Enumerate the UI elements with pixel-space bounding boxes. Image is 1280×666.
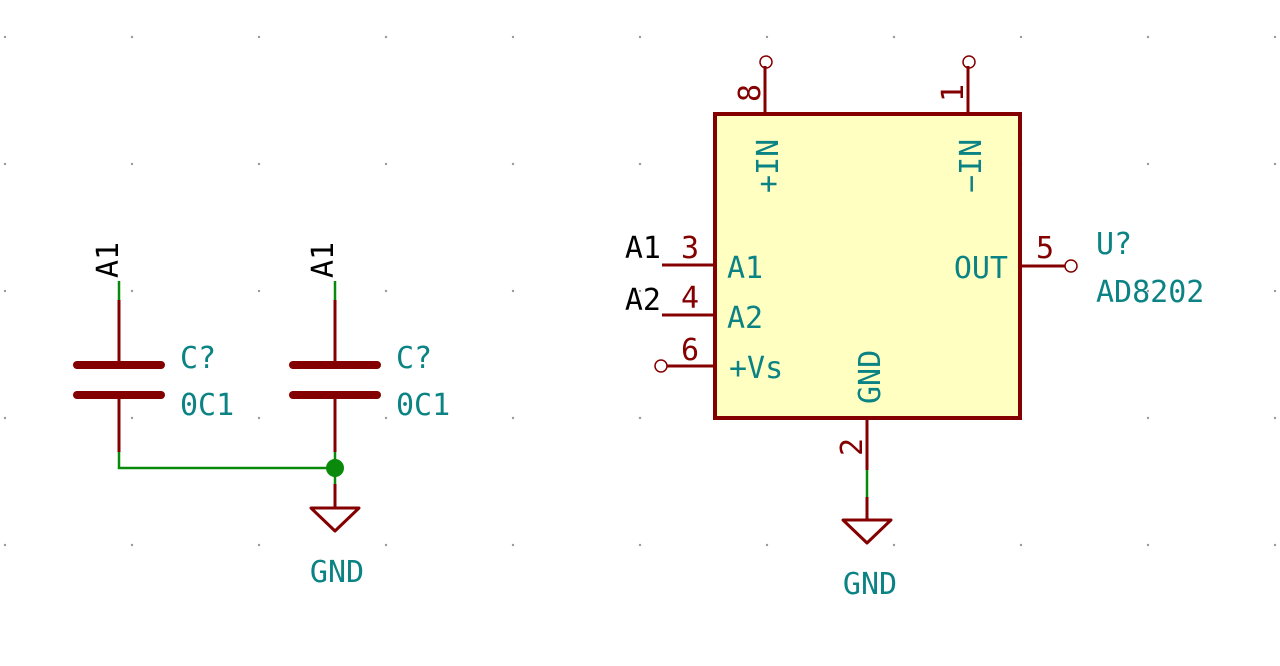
grid-dot — [3, 162, 7, 166]
ic-ad8202[interactable]: 8 +IN 1 −IN A1 3 A1 A2 4 A2 6 — [625, 55, 1205, 470]
pin-5-number: 5 — [1036, 231, 1054, 266]
grid-dot — [3, 35, 7, 39]
pin-1[interactable]: 1 −IN — [936, 55, 989, 193]
pin-6-name: +Vs — [729, 351, 783, 386]
gnd-right-triangle-icon — [841, 518, 893, 545]
grid-dot — [130, 162, 134, 166]
pin-2-name: GND — [853, 350, 888, 404]
ic-value: AD8202 — [1096, 275, 1204, 310]
grid-dot — [130, 416, 134, 420]
ic-ref: U? — [1096, 227, 1132, 262]
grid-dot — [765, 35, 769, 39]
pin-8-number: 8 — [733, 84, 768, 102]
pin-5-name: OUT — [954, 251, 1008, 286]
pin-5[interactable]: 5 OUT — [954, 231, 1078, 286]
grid-dot — [638, 416, 642, 420]
grid-dot — [3, 289, 7, 293]
grid-dot — [892, 543, 896, 547]
gnd-left-triangle-icon — [309, 506, 361, 533]
grid-dots — [3, 35, 1277, 547]
pin-8[interactable]: 8 +IN — [733, 55, 786, 193]
grid-dot — [1273, 35, 1277, 39]
ic-body — [713, 112, 1022, 420]
grid-dot — [384, 35, 388, 39]
capacitor-2-value: 0C1 — [396, 388, 450, 423]
grid-dot — [1146, 35, 1150, 39]
grid-dot — [384, 543, 388, 547]
net-label-a1-left: A1 — [91, 242, 126, 278]
pin-3-number: 3 — [681, 231, 699, 266]
grid-dot — [130, 543, 134, 547]
pin-6-endpoint-icon — [654, 359, 668, 373]
junction-dot — [326, 459, 344, 477]
grid-dot — [638, 543, 642, 547]
grid-dot — [3, 543, 7, 547]
pin-4-number: 4 — [681, 281, 699, 316]
grid-dot — [765, 543, 769, 547]
pin-3[interactable]: A1 3 A1 — [625, 231, 763, 286]
grid-dot — [257, 289, 261, 293]
pin-2[interactable]: 2 GND — [835, 350, 888, 470]
capacitor-1[interactable]: A1 C? 0C1 — [73, 242, 234, 452]
grid-dot — [1019, 543, 1023, 547]
grid-dot — [638, 35, 642, 39]
pin-3-name: A1 — [727, 251, 763, 286]
pin-6-number: 6 — [681, 333, 699, 368]
pin-2-number: 2 — [835, 438, 870, 456]
pin-3-net-label: A1 — [625, 231, 661, 266]
grid-dot — [384, 289, 388, 293]
net-label-a1-right: A1 — [306, 242, 341, 278]
pin-1-number: 1 — [936, 84, 971, 102]
grid-dot — [1273, 289, 1277, 293]
pin-1-endpoint-icon — [962, 55, 976, 69]
grid-dot — [1273, 162, 1277, 166]
grid-dot — [1146, 543, 1150, 547]
pin-1-name: −IN — [954, 139, 989, 193]
grid-dot — [511, 162, 515, 166]
grid-dot — [130, 35, 134, 39]
gnd-symbol-left[interactable]: GND — [309, 484, 364, 590]
grid-dot — [892, 35, 896, 39]
grid-dot — [384, 162, 388, 166]
grid-dot — [257, 543, 261, 547]
grid-dot — [257, 35, 261, 39]
pin-4[interactable]: A2 4 A2 — [625, 281, 763, 336]
grid-dot — [638, 162, 642, 166]
capacitor-2-ref: C? — [396, 341, 432, 376]
grid-dot — [1146, 416, 1150, 420]
grid-dot — [257, 162, 261, 166]
grid-dot — [1273, 543, 1277, 547]
capacitor-2[interactable]: A1 C? 0C1 — [289, 242, 450, 452]
grid-dot — [511, 416, 515, 420]
pin-5-endpoint-icon — [1064, 259, 1078, 273]
grid-dot — [511, 543, 515, 547]
capacitor-1-value: 0C1 — [180, 388, 234, 423]
gnd-left-label: GND — [310, 555, 364, 590]
gnd-right-label: GND — [843, 567, 897, 602]
grid-dot — [511, 289, 515, 293]
grid-dot — [130, 289, 134, 293]
gnd-symbol-right[interactable]: GND — [841, 497, 897, 602]
grid-dot — [384, 416, 388, 420]
pin-8-name: +IN — [751, 139, 786, 193]
grid-dot — [1146, 289, 1150, 293]
pin-6[interactable]: 6 +Vs — [654, 333, 783, 386]
pin-4-net-label: A2 — [625, 283, 661, 318]
grid-dot — [638, 289, 642, 293]
grid-dot — [257, 416, 261, 420]
grid-dot — [1146, 162, 1150, 166]
grid-dot — [1019, 35, 1023, 39]
wire-capacitors-ground[interactable] — [117, 452, 335, 470]
pin-4-name: A2 — [727, 301, 763, 336]
grid-dot — [1273, 416, 1277, 420]
capacitor-1-ref: C? — [180, 341, 216, 376]
grid-dot — [3, 416, 7, 420]
pin-8-endpoint-icon — [759, 55, 773, 69]
grid-dot — [511, 35, 515, 39]
